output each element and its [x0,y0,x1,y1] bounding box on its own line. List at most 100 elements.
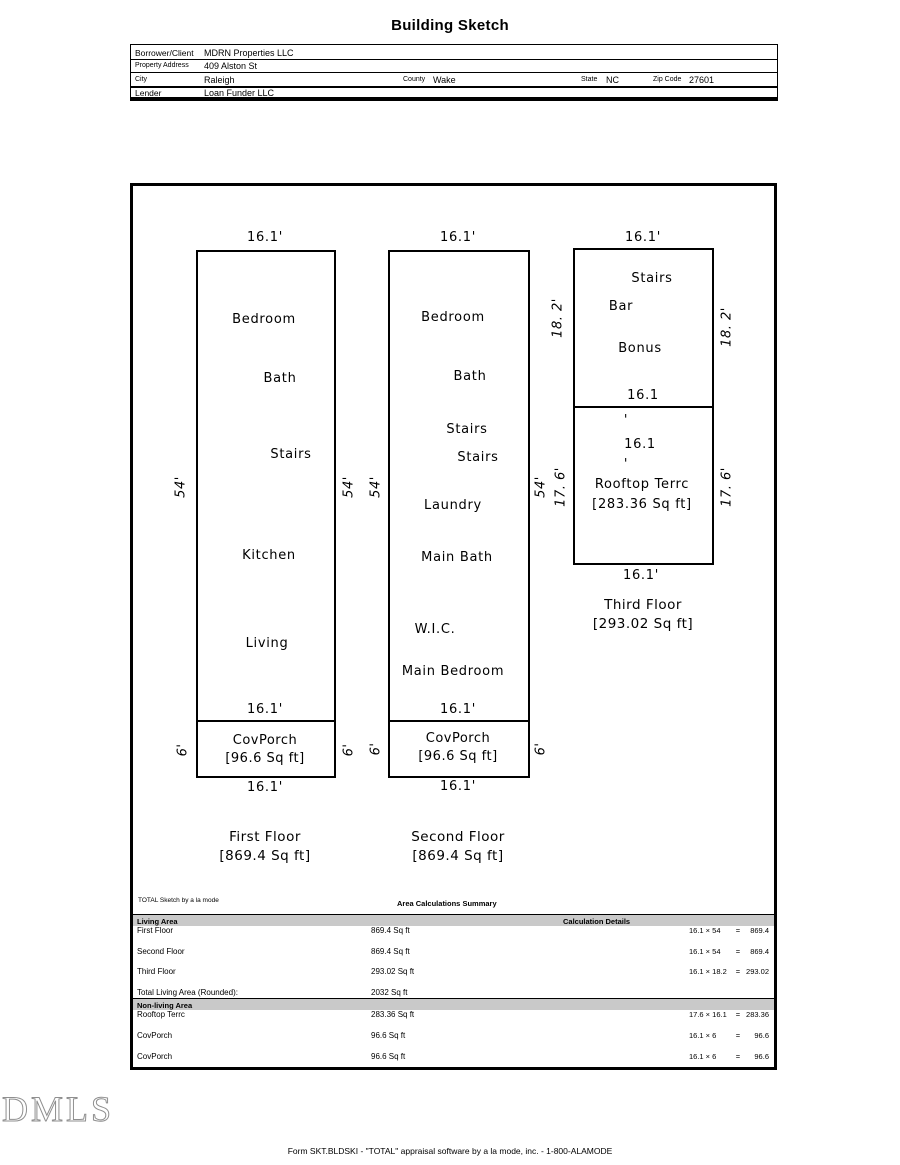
caption-area: [869.4 Sq ft] [219,848,311,864]
room-label: Bath [453,369,487,384]
calc-equals: = [735,1031,741,1040]
calc-equals: = [735,967,741,976]
area-calculations-title: Area Calculations Summary [397,899,497,908]
caption-name: Second Floor [411,829,505,845]
porch-area: [96.6 Sq ft] [225,751,305,766]
dim-label: ' [623,413,629,428]
calc-equals: = [735,1010,741,1019]
calc-expression: 17.6 × 16.1 [689,1010,727,1019]
nonliving-area-header: Non-living Area [137,1001,193,1010]
dim-label: 16.1' [439,779,477,794]
porch-name: CovPorch [232,733,298,748]
total-label: Total Living Area (Rounded): [137,988,238,997]
dim-label: 6' [175,743,191,757]
calc-result: 283.36 [746,1010,769,1019]
room-label: Stairs [631,271,673,286]
calc-expression: 16.1 × 54 [689,947,721,956]
first-floor-outline [196,250,336,722]
caption-name: Third Floor [604,597,682,613]
living-area-header: Living Area [137,917,178,926]
dim-label: 54' [341,476,357,498]
room-label: Bonus [618,341,662,356]
room-label: Main Bath [421,550,493,565]
lender-label: Lender [135,88,162,98]
dim-label: 16.1' [246,702,284,717]
table-row: CovPorch 96.6 Sq ft 16.1 × 6 = 96.6 [133,1052,774,1063]
calc-equals: = [735,1052,741,1061]
table-row: Third Floor 293.02 Sq ft 16.1 × 18.2 = 2… [133,967,774,978]
row-calc: 17.6 × 16.1 = 283.36 [689,1010,769,1019]
row-label: Third Floor [137,967,176,976]
living-area-header-band: Living Area Calculation Details [133,914,774,926]
room-label: Kitchen [242,548,296,563]
state-value: NC [606,75,619,85]
city-value: Raleigh [204,75,235,85]
dim-label: 6' [368,742,384,756]
total-area: 2032 Sq ft [371,988,408,997]
dim-label: 16.1' [439,702,477,717]
rooftop-terrace-outline [573,406,714,565]
calc-result: 869.4 [750,947,769,956]
room-label: W.I.C. [414,622,456,637]
borrower-label: Borrower/Client [135,48,194,58]
caption-area: [293.02 Sq ft] [592,616,694,632]
calc-expression: 16.1 × 6 [689,1052,717,1061]
room-label: Stairs [270,447,312,462]
dim-label: 16.1 [624,437,656,452]
nonliving-area-header-band: Non-living Area [133,998,774,1010]
porch-name: CovPorch [425,731,491,746]
porch-label: CovPorch [96.6 Sq ft] [418,730,497,766]
dim-label: 17. 6' [553,467,569,507]
row-area: 869.4 Sq ft [371,926,410,935]
room-label: Bar [608,299,634,314]
row-calc: 16.1 × 54 = 869.4 [689,926,769,935]
calculation-details-header: Calculation Details [563,917,631,926]
row-divider [131,59,777,60]
dim-label: 16.1' [439,230,477,245]
row-label: CovPorch [137,1052,173,1061]
row-divider [131,86,777,88]
row-calc: 16.1 × 54 = 869.4 [689,947,769,956]
row-area: 869.4 Sq ft [371,947,410,956]
row-area: 96.6 Sq ft [371,1052,406,1061]
second-floor-porch-outline [388,720,530,778]
dim-label: 17. 6' [719,467,735,507]
zip-value: 27601 [689,75,715,85]
first-floor-caption: First Floor [869.4 Sq ft] [219,828,310,866]
second-floor-outline [388,250,530,722]
caption-area: [869.4 Sq ft] [412,848,504,864]
calc-result: 96.6 [754,1031,769,1040]
property-address-value: 409 Alston St [204,61,258,71]
city-label: City [135,76,148,83]
dim-label: ' [623,457,629,472]
room-label: Bedroom [421,310,485,325]
dim-label: 16.1' [246,230,284,245]
third-floor-caption: Third Floor [293.02 Sq ft] [593,596,693,634]
dmls-watermark-logo: DMLS [1,1089,115,1130]
table-row: First Floor 869.4 Sq ft 16.1 × 54 = 869.… [133,926,774,937]
dim-label: 54' [368,476,384,498]
calc-result: 869.4 [750,926,769,935]
room-label: Living [245,636,289,651]
dim-label: 16.1' [622,568,660,583]
second-floor-caption: Second Floor [869.4 Sq ft] [411,828,505,866]
room-label: Stairs [446,422,488,437]
dim-label: 6' [533,742,549,756]
room-label: Stairs [457,450,499,465]
calc-expression: 16.1 × 18.2 [689,967,727,976]
porch-area: [96.6 Sq ft] [418,749,498,764]
calc-equals: = [735,947,741,956]
row-area: 283.36 Sq ft [371,1010,415,1019]
table-row: CovPorch 96.6 Sq ft 16.1 × 6 = 96.6 [133,1031,774,1042]
county-value: Wake [433,75,456,85]
table-row: Second Floor 869.4 Sq ft 16.1 × 54 = 869… [133,947,774,958]
dim-label: 6' [341,743,357,757]
room-label: Rooftop Terrc [594,477,690,492]
row-divider [131,97,777,100]
room-label: Laundry [424,498,482,513]
row-label: CovPorch [137,1031,173,1040]
form-footer: Form SKT.BLDSKI - "TOTAL" appraisal soft… [287,1146,613,1156]
dim-label: 16.1' [246,780,284,795]
zip-label: Zip Code [653,76,682,83]
row-label: First Floor [137,926,173,935]
